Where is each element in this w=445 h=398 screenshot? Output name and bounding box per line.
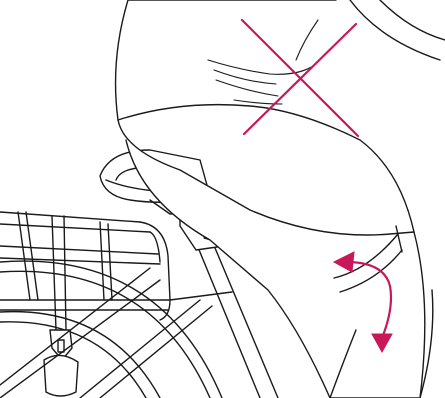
cross-mark-icon <box>242 20 358 136</box>
rack-strap <box>44 216 78 396</box>
shorts-folds <box>208 20 318 104</box>
rear-rack <box>0 212 170 320</box>
